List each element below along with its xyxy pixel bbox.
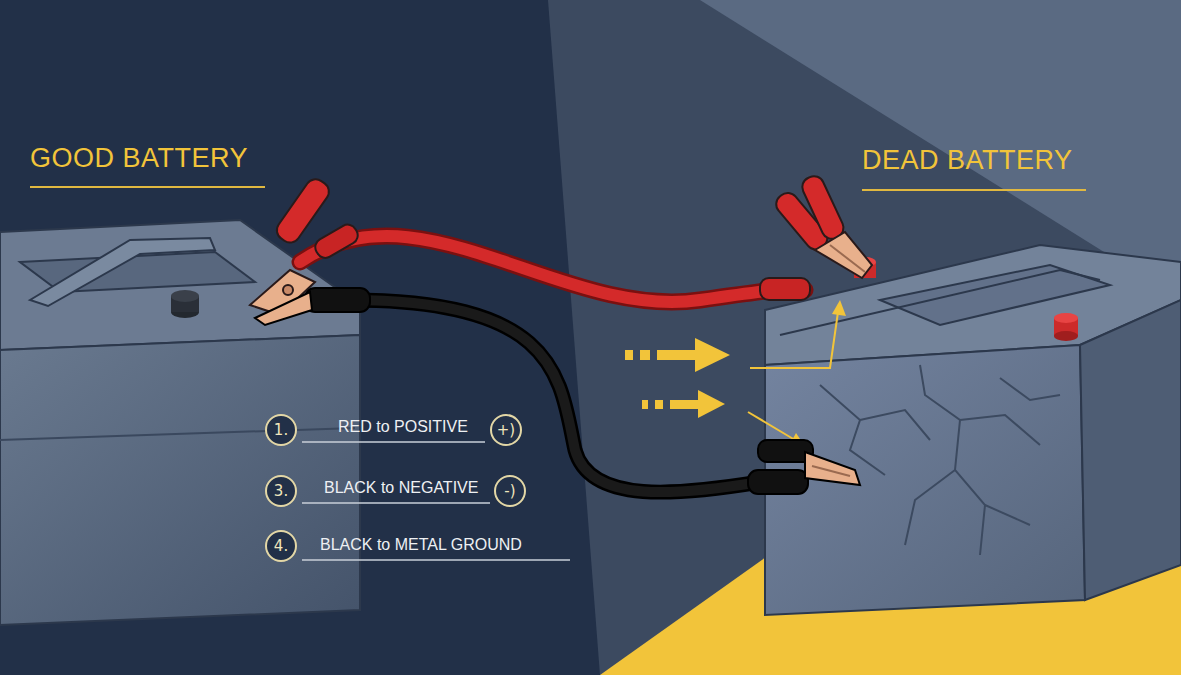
red-cable bbox=[300, 236, 805, 302]
step-number-circle: 1. bbox=[265, 414, 297, 446]
black-cable bbox=[350, 300, 760, 492]
heading-underline bbox=[30, 186, 265, 188]
polarity-circle: +) bbox=[490, 414, 522, 446]
section-heading: GOOD BATTERY bbox=[30, 143, 248, 174]
polarity-circle: -) bbox=[494, 475, 526, 507]
red-cable bbox=[300, 236, 805, 302]
polarity-sign: -) bbox=[504, 482, 515, 500]
callout-number: 3. bbox=[274, 482, 288, 500]
background-panel bbox=[548, 0, 1181, 675]
step-underline bbox=[302, 442, 570, 560]
black-clamp bbox=[255, 288, 370, 325]
dead-battery bbox=[765, 245, 1181, 615]
heading-underline bbox=[862, 189, 1086, 191]
callout-number: 4. bbox=[274, 537, 288, 555]
good-battery bbox=[0, 220, 360, 625]
red-clamp bbox=[760, 173, 872, 300]
callout-number: 1. bbox=[274, 421, 288, 439]
polarity-sign: +) bbox=[497, 421, 515, 439]
black-clamp bbox=[748, 440, 860, 494]
direction-arrows bbox=[625, 338, 730, 418]
step-number-circle: 3. bbox=[265, 475, 297, 507]
leader-line bbox=[748, 312, 838, 440]
step-number-circle: 4. bbox=[265, 530, 297, 562]
step-text: BLACK to METAL GROUND bbox=[320, 536, 522, 554]
step-text: BLACK to NEGATIVE bbox=[324, 479, 478, 497]
section-heading: DEAD BATTERY bbox=[862, 145, 1073, 176]
black-cable bbox=[350, 300, 760, 492]
step-text: RED to POSITIVE bbox=[338, 418, 468, 436]
leader-arrowhead bbox=[832, 300, 846, 316]
